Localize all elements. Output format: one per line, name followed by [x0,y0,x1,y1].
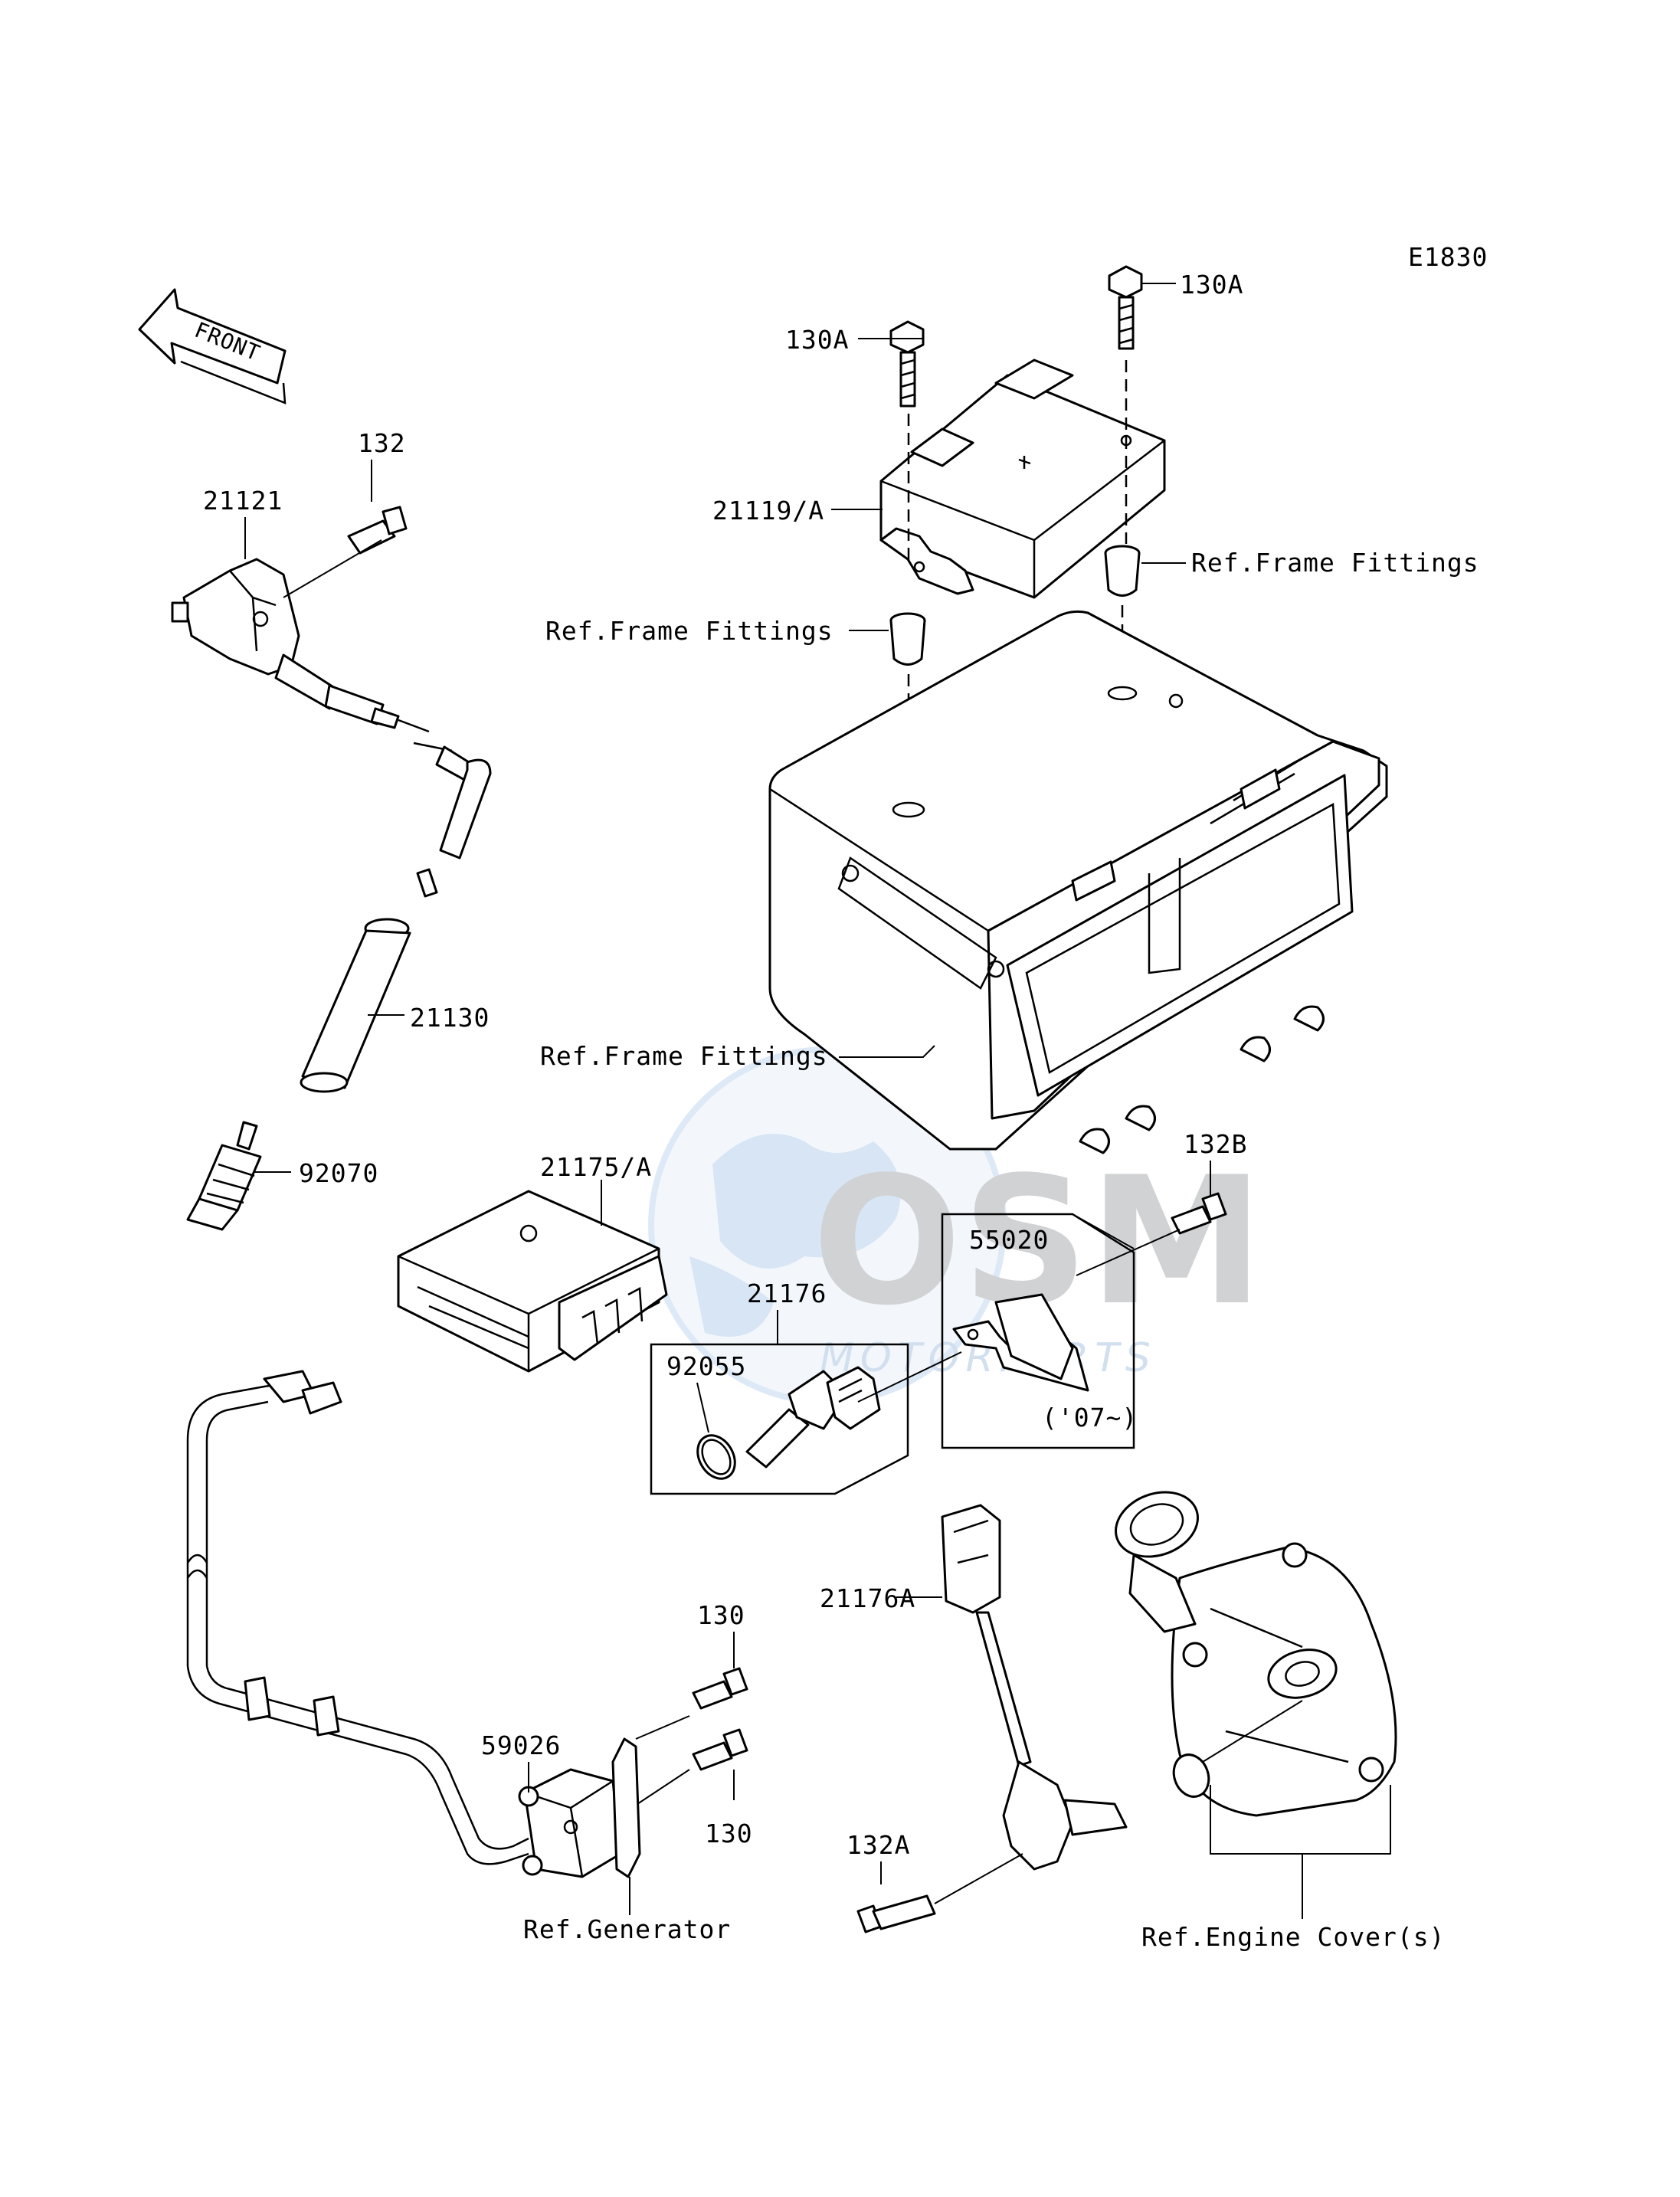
label-92070: 92070 [299,1158,378,1188]
label-59026: 59026 [481,1730,561,1760]
igniter-21175A [397,1190,668,1373]
sensor-21176-group [650,1310,962,1495]
bolt-130A-left [889,320,925,408]
label-130A-right: 130A [1180,270,1243,300]
bolt-132B [1171,1192,1227,1235]
bolt-130-bottom [692,1728,748,1771]
ignition-coil-21121 [171,558,400,729]
label-ref-generator: Ref.Generator [523,1914,731,1944]
label-21121: 21121 [203,486,283,516]
label-ref-frame-fittings-right: Ref.Frame Fittings [1191,548,1479,578]
label-130-bottom: 130 [705,1819,753,1848]
label-21176: 21176 [747,1279,827,1308]
bracket-55020-group [941,1213,1135,1449]
label-year-note: ('07~) [1042,1403,1138,1432]
label-21175A: 21175/A [540,1152,652,1182]
bolt-130-top [692,1667,748,1710]
label-132: 132 [358,428,406,458]
label-130A-left: 130A [785,325,849,355]
engine-cover [1115,1491,1397,1817]
label-92055: 92055 [666,1351,746,1381]
label-ref-frame-fittings-left: Ref.Frame Fittings [545,616,833,646]
bolt-130A-right [1108,265,1143,350]
sensor-21176A [941,1504,1128,1871]
label-132A: 132A [847,1830,910,1860]
pickup-coil-59026 [186,1370,641,1878]
spark-plug-92070 [186,1121,262,1231]
label-132B: 132B [1184,1129,1247,1159]
label-21119A: 21119/A [712,496,824,526]
plug-cap-21130 [300,918,411,1093]
label-21176A: 21176A [820,1583,915,1613]
grommet-right [1104,545,1141,597]
high-tension-lead [398,719,492,898]
bolt-132A [856,1894,936,1933]
label-130-top: 130 [697,1600,745,1630]
grommet-left [889,612,926,666]
label-ref-engine-cover: Ref.Engine Cover(s) [1141,1922,1446,1952]
label-21130: 21130 [410,1003,490,1033]
label-ref-frame-fittings-box: Ref.Frame Fittings [540,1041,828,1071]
igniter-21119A [879,359,1166,599]
bolt-132 [347,506,408,555]
battery-case [768,610,1388,1154]
diagram-id: E1830 [1408,242,1488,272]
label-55020: 55020 [969,1225,1049,1255]
front-arrow-icon: FRONT [138,288,287,404]
